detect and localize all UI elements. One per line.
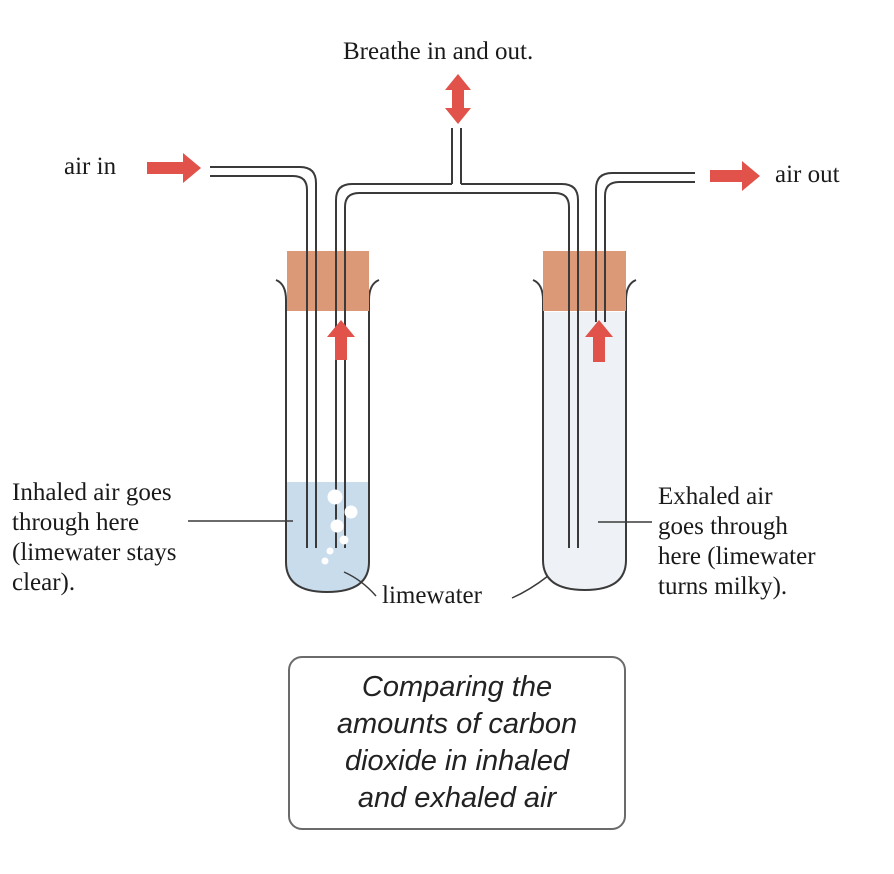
- limewater-label: limewater: [382, 582, 482, 609]
- air-out-label: air out: [775, 161, 840, 188]
- arrow-up-icon: [585, 320, 613, 362]
- caption-line-4: and exhaled air: [357, 782, 557, 814]
- limewater-leader-left: [343, 571, 377, 597]
- caption-box: Comparing the amounts of carbon dioxide …: [288, 656, 626, 830]
- exhaled-line-1: Exhaled air: [658, 483, 773, 510]
- exhaled-line-4: turns milky).: [658, 573, 788, 600]
- air-in-tube: [210, 166, 317, 548]
- left-stopper: [287, 251, 369, 311]
- arrow-up-icon: [327, 320, 355, 360]
- air-out-tube: [595, 172, 695, 322]
- left-test-tube: [275, 279, 380, 594]
- arrow-right-icon: [147, 153, 201, 183]
- limewater-leader-right: [511, 575, 549, 599]
- caption-line-1: Comparing the: [361, 671, 553, 703]
- inhaled-air-label: Inhaled air goes through here (limewater…: [12, 478, 177, 598]
- inhaled-line-1: Inhaled air goes: [12, 479, 172, 506]
- inhaled-line-3: (limewater stays: [12, 539, 177, 566]
- bubbles: [321, 489, 358, 565]
- breathe-label: Breathe in and out.: [343, 38, 534, 65]
- right-test-tube: [532, 279, 637, 592]
- caption-text: Comparing the amounts of carbon dioxide …: [307, 669, 607, 817]
- double-arrow-icon: [445, 74, 471, 124]
- exhaled-air-label: Exhaled air goes through here (limewater…: [658, 482, 816, 602]
- inhaled-line-2: through here: [12, 509, 140, 536]
- left-limewater: [286, 482, 369, 592]
- arrow-right-icon: [710, 161, 760, 191]
- right-stopper: [543, 251, 626, 311]
- connecting-tube: [335, 183, 579, 548]
- exhaled-line-2: goes through: [658, 513, 788, 540]
- exhaled-line-3: here (limewater: [658, 543, 816, 570]
- inhaled-line-4: clear).: [12, 569, 76, 596]
- air-in-label: air in: [64, 153, 117, 180]
- caption-line-3: dioxide in inhaled: [344, 745, 570, 777]
- caption-line-2: amounts of carbon: [336, 708, 578, 740]
- right-limewater: [543, 312, 626, 590]
